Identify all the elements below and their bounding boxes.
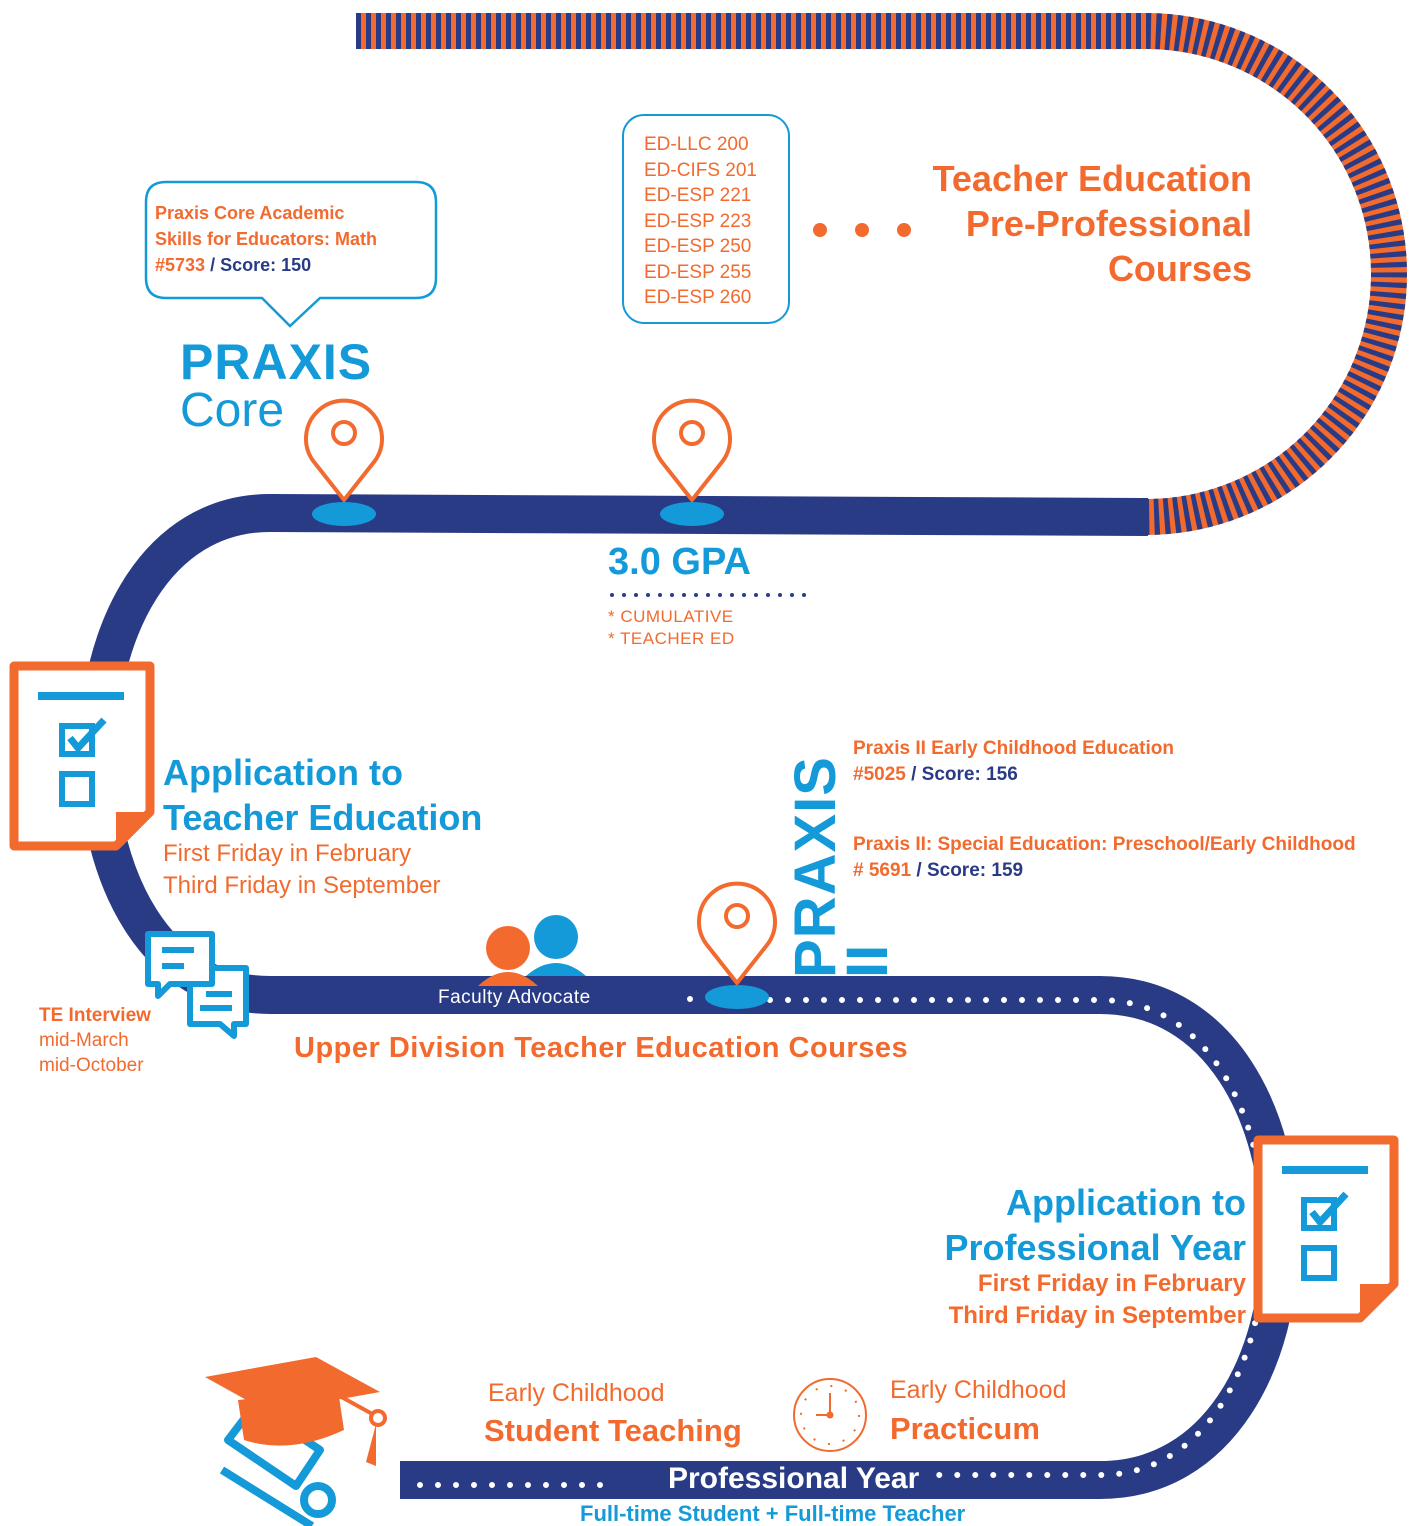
gpa-title: 3.0 GPA — [608, 541, 751, 583]
gpa-cumulative: * CUMULATIVE — [608, 607, 734, 626]
graduation-cap-icon — [205, 1357, 387, 1466]
application-py-title: Application to Professional Year — [944, 1182, 1247, 1268]
practicum-title: Practicum — [890, 1411, 1040, 1446]
road-segment-upper — [78, 494, 1299, 1499]
praxis-ii-test-1: Praxis II Early Childhood Education #502… — [853, 738, 1174, 785]
professional-year-title: Professional Year — [668, 1462, 920, 1495]
ellipsis-icon — [813, 223, 911, 237]
course-item: ED-ESP 260 — [644, 287, 752, 308]
pre-professional-title: Teacher Education Pre-Professional Cours… — [932, 158, 1252, 289]
te-interview: TE Interview mid-March mid-October — [39, 1005, 151, 1076]
gpa-teacher-ed: * TEACHER ED — [608, 629, 735, 648]
praxis-core-bubble — [144, 180, 438, 328]
checklist-document-icon — [9, 661, 155, 851]
map-pin-icon — [652, 398, 732, 526]
map-pin-icon — [697, 881, 777, 1009]
praxis-ii-test-2: Praxis II: Special Education: Preschool/… — [853, 834, 1356, 881]
praxis-core-label: PRAXIS — [180, 334, 373, 390]
upper-division-title: Upper Division Teacher Education Courses — [294, 1032, 909, 1064]
course-item: ED-LLC 200 — [644, 134, 749, 155]
map-pin-icon — [304, 398, 384, 526]
application-te-title: Application to Teacher Education — [163, 752, 483, 838]
course-list: ED-LLC 200 ED-CIFS 201 ED-ESP 221 ED-ESP… — [622, 114, 790, 324]
faculty-advocate-label: Faculty Advocate — [438, 987, 591, 1008]
application-te-dates: First Friday in February Third Friday in… — [163, 840, 441, 899]
course-item: ED-CIFS 201 — [644, 159, 757, 181]
praxis-core-sublabel: Core — [180, 384, 285, 437]
people-icon — [478, 915, 586, 986]
practicum-subtitle: Early Childhood — [890, 1376, 1067, 1404]
course-item: ED-ESP 255 — [644, 261, 752, 283]
course-item: ED-ESP 250 — [644, 236, 752, 257]
student-teaching-title: Student Teaching — [484, 1413, 742, 1448]
chat-bubbles-icon — [145, 931, 249, 1039]
praxis-core-test: Praxis Core Academic Skills for Educator… — [155, 203, 378, 275]
student-teaching-subtitle: Early Childhood — [488, 1379, 665, 1407]
application-py-dates: First Friday in February Third Friday in… — [948, 1270, 1246, 1329]
clock-icon — [793, 1378, 867, 1452]
professional-year-subtitle: Full-time Student + Full-time Teacher — [580, 1501, 966, 1526]
course-item: ED-ESP 221 — [644, 185, 752, 206]
course-item: ED-ESP 223 — [644, 210, 752, 232]
checklist-document-icon — [1253, 1135, 1399, 1323]
